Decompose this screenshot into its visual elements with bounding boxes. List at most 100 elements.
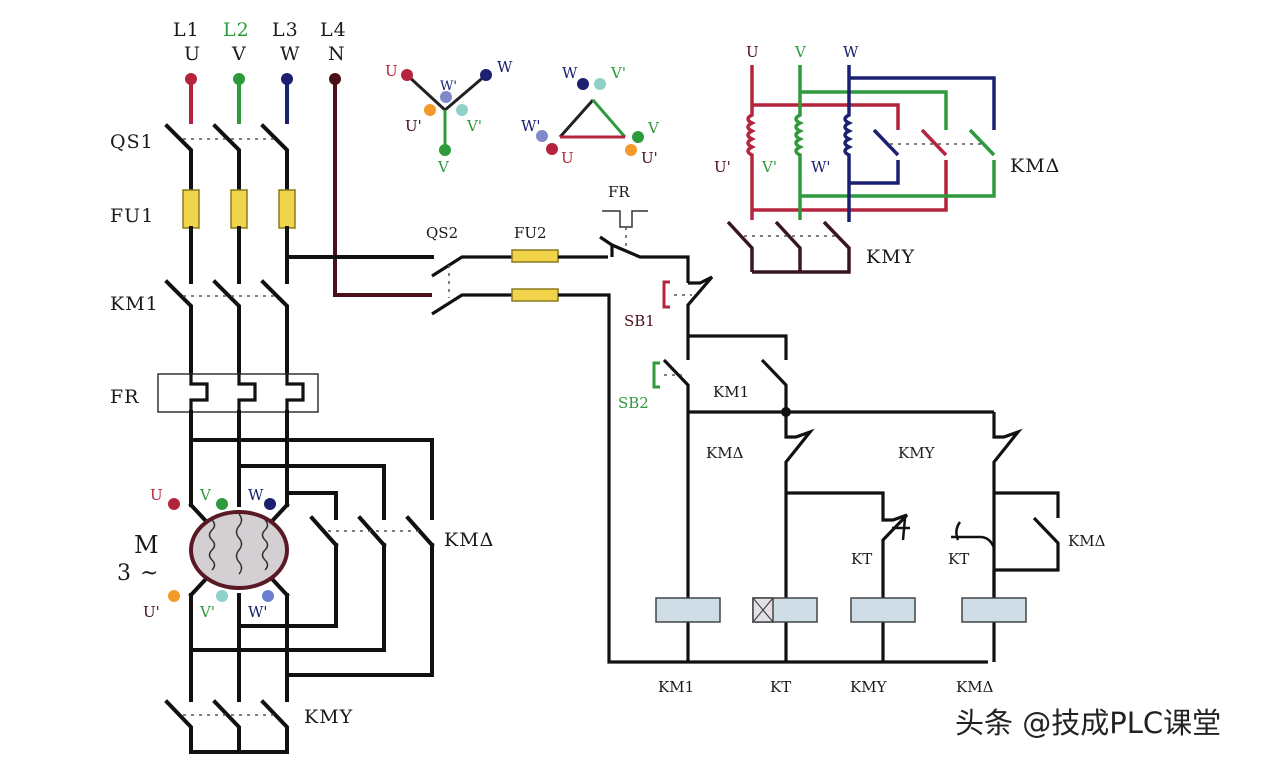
star-label-w-prime: W' (440, 79, 457, 94)
motor-label: M (134, 531, 160, 559)
fuse-u (182, 189, 200, 229)
qs1-switch: QS1 (110, 123, 289, 192)
star-terminal-u (401, 69, 413, 81)
line-label-l3: L3 (272, 19, 299, 41)
motor-terminal-v-prime-label: V' (199, 603, 215, 621)
fu1-fuses: FU1 (110, 189, 434, 284)
winding-km-delta-label: KMΔ (1010, 155, 1060, 177)
delta-terminal-v-prime (594, 78, 606, 90)
motor: M 3 ~ U V W U' V' W' (117, 486, 290, 621)
sb1-stop-button: SB1 (624, 275, 714, 360)
coil-km1 (655, 597, 721, 623)
terminal-l3 (281, 73, 293, 85)
km1-label: KM1 (110, 293, 159, 315)
km-delta-nc-contact: KMΔ (706, 412, 815, 598)
line-label-l1: L1 (173, 19, 200, 41)
star-label-u: U (385, 62, 398, 80)
delta-label-u-prime: U' (641, 149, 658, 167)
star-terminal-w-prime (440, 91, 452, 103)
coil-label-kt: KT (770, 678, 791, 696)
motor-terminal-u-prime (168, 590, 180, 602)
motor-terminal-u (168, 498, 180, 510)
motor-wiring (189, 410, 434, 702)
star-label-v-prime: V' (466, 117, 482, 135)
km-delta-no-label: KMΔ (1068, 532, 1106, 550)
fu2-fuse-bottom (511, 288, 559, 302)
terminal-l1 (185, 73, 197, 85)
motor-terminal-w-prime (262, 590, 274, 602)
star-connection-diagram: U W W' U' V' V (385, 58, 513, 176)
winding-top-label-w: W (843, 43, 859, 61)
phase-label-n: N (328, 43, 346, 65)
winding-connection-diagram: U V W U' V' W' KMΔ KMY (714, 43, 1060, 274)
km-delta-main-contacts: KMΔ (309, 515, 494, 551)
fr-label: FR (110, 386, 140, 408)
coil-row: KM1 KT KMY KMΔ (655, 570, 1027, 696)
motor-terminal-u-prime-label: U' (143, 603, 160, 621)
delta-label-v: V (647, 119, 660, 137)
kt-right-label: KT (948, 550, 969, 568)
star-terminal-v-prime (456, 104, 468, 116)
motor-terminal-v-label: V (199, 486, 212, 504)
km1-hold-label: KM1 (713, 383, 749, 401)
motor-terminal-v (216, 498, 228, 510)
sb2-start-button: SB2 (618, 334, 788, 598)
delta-label-w-prime: W' (521, 117, 541, 135)
qs2-label: QS2 (426, 224, 458, 242)
delta-label-u: U (561, 149, 574, 167)
delta-label-v-prime: V' (610, 64, 626, 82)
star-label-w: W (497, 58, 513, 76)
winding-km-star-label: KMY (866, 246, 915, 268)
coil-kmy (850, 597, 916, 623)
line-label-l2: L2 (223, 19, 250, 41)
coil-label-kmy: KMY (850, 678, 888, 696)
delta-label-w: W (562, 64, 578, 82)
fr-control-label: FR (608, 183, 630, 201)
delta-terminal-w-prime (536, 130, 548, 142)
fu1-label: FU1 (110, 205, 154, 227)
phase-label-v: V (231, 43, 247, 65)
wire-neutral (333, 80, 432, 297)
fr-thermal-relay: FR (110, 373, 319, 413)
delta-connection-diagram: W V' W' U V U' (521, 64, 660, 167)
sb1-label: SB1 (624, 312, 655, 330)
km-star-nc-contact: KMY (898, 412, 1023, 520)
coil-label-km-delta: KMΔ (956, 678, 994, 696)
qs1-label: QS1 (110, 131, 154, 153)
fu2-fuse-top (511, 249, 559, 263)
km-delta-main-label: KMΔ (444, 529, 494, 551)
coil-km-delta (961, 597, 1027, 623)
winding-label-w-prime: W' (811, 158, 831, 176)
supply-labels: L1 L2 L3 L4 U V W N (173, 19, 347, 65)
motor-terminal-w (264, 498, 276, 510)
star-label-v: V (437, 158, 450, 176)
watermark: 头条 @技成PLC课堂 (955, 706, 1222, 740)
fu2-label: FU2 (514, 224, 547, 242)
km-star-main-label: KMY (304, 706, 353, 728)
km-star-nc-label: KMY (898, 444, 936, 462)
supply-terminals (185, 73, 432, 297)
terminal-l2 (233, 73, 245, 85)
km1-main-contacts: KM1 (110, 279, 289, 376)
star-label-u-prime: U' (405, 117, 422, 135)
fuse-w (278, 189, 296, 229)
delta-terminal-u-prime (625, 144, 637, 156)
kt-delay-open-contact: KT (786, 491, 910, 598)
delta-terminal-v (632, 131, 644, 143)
winding-label-u-prime: U' (714, 158, 731, 176)
coil-label-km1: KM1 (658, 678, 694, 696)
motor-terminal-w-prime-label: W' (248, 603, 268, 621)
line-label-l4: L4 (320, 19, 347, 41)
motor-terminal-v-prime (216, 590, 228, 602)
sb2-label: SB2 (618, 394, 649, 412)
motor-terminal-w-label: W (248, 486, 264, 504)
kt-delay-close-contact: KT (948, 520, 996, 598)
delta-terminal-w (577, 78, 589, 90)
km-star-main-contacts: KMY (164, 699, 353, 754)
winding-label-v-prime: V' (761, 158, 777, 176)
delta-terminal-u (546, 143, 558, 155)
motor-sub-label: 3 ~ (117, 561, 159, 586)
phase-label-u: U (184, 43, 201, 65)
winding-top-label-u: U (746, 43, 759, 61)
